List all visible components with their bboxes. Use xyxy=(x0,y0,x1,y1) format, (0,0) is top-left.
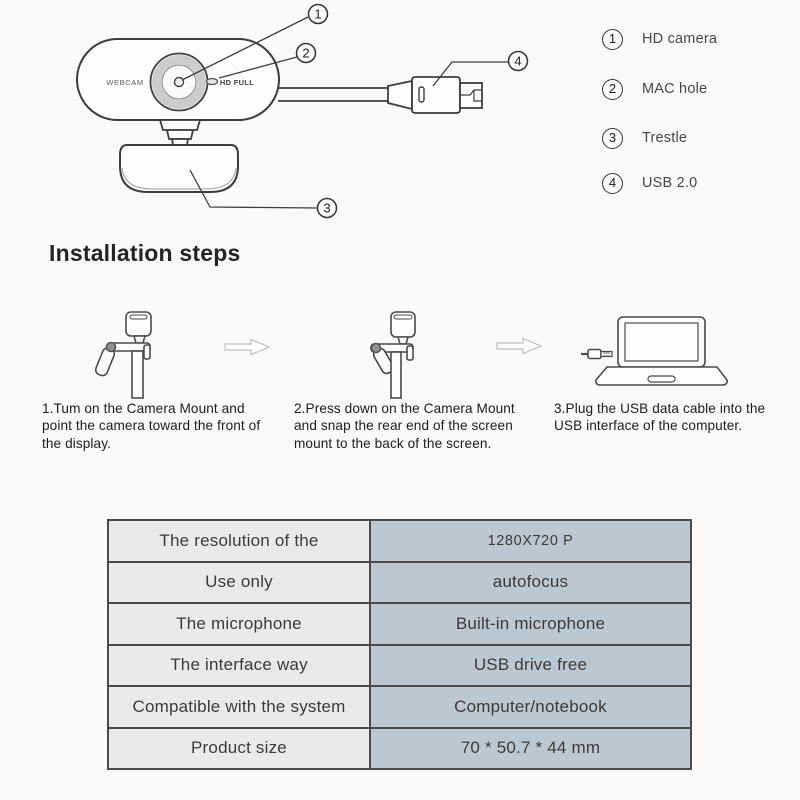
spec-row-compatibility: Compatible with the system Computer/note… xyxy=(107,685,692,729)
spec-value: USB drive free xyxy=(369,643,692,687)
strain-relief xyxy=(387,79,413,111)
callout-3: 3 xyxy=(189,169,338,219)
legend-label: MAC hole xyxy=(642,81,708,97)
usb-plug-detail xyxy=(460,89,482,102)
callout-4-circle xyxy=(507,50,529,72)
spec-value: autofocus xyxy=(369,560,692,604)
callout-4: 4 xyxy=(432,50,529,87)
legend-label: HD camera xyxy=(642,31,718,47)
webcam-side-neck xyxy=(396,336,410,345)
right-arrow-icon xyxy=(496,337,543,355)
callout-1-number: 1 xyxy=(314,7,321,22)
webcam-neck xyxy=(158,119,202,146)
spec-row-focus: Use only autofocus xyxy=(107,560,692,604)
usb-cable-illustration xyxy=(278,76,483,114)
spec-row-size: Product size 70 * 50.7 * 44 mm xyxy=(107,726,692,770)
callout-1: 1 xyxy=(181,3,329,81)
callout-2-circle xyxy=(295,42,317,64)
right-arrow-icon xyxy=(224,338,271,356)
legend-item-usb: 4 USB 2.0 xyxy=(602,172,697,194)
callout-2: 2 xyxy=(218,42,317,79)
hd-full-text: HD FULL xyxy=(220,78,254,87)
mic-hole-icon xyxy=(205,77,219,86)
callout-2-number: 2 xyxy=(302,46,309,61)
mount-hook xyxy=(143,344,151,360)
webcam-side-detail xyxy=(129,314,148,320)
spec-row-interface: The interface way USB drive free xyxy=(107,643,692,687)
usb-connector-slot xyxy=(418,86,425,103)
circled-number-1: 1 xyxy=(602,28,623,50)
spec-table: The resolution of the 1280X720 P Use onl… xyxy=(107,519,692,770)
camera-lens xyxy=(149,52,209,112)
trestle-base xyxy=(119,144,239,193)
mount-hook xyxy=(406,345,414,361)
circled-number-4: 4 xyxy=(602,172,623,194)
callout-1-circle xyxy=(307,3,329,25)
spec-value: Built-in microphone xyxy=(369,602,692,646)
callout-4-number: 4 xyxy=(514,54,521,69)
mount-pivot xyxy=(370,342,382,354)
mount-pivot xyxy=(105,341,117,353)
callout-3-number: 3 xyxy=(323,201,330,216)
installation-steps: 1.Tum on the Camera Mount and point the … xyxy=(0,295,800,475)
usb-plug-icon xyxy=(581,348,613,360)
spec-value: Computer/notebook xyxy=(369,685,692,729)
spec-row-microphone: The microphone Built-in microphone xyxy=(107,602,692,646)
webcam-side-body xyxy=(125,311,152,337)
step3-laptop-illustration xyxy=(581,316,728,386)
legend-label: Trestle xyxy=(642,130,688,146)
spec-value: 70 * 50.7 * 44 mm xyxy=(369,726,692,770)
step2-mount-illustration xyxy=(370,311,416,399)
legend-item-hd-camera: 1 HD camera xyxy=(602,28,717,50)
parts-legend: 1 HD camera 2 MAC hole 3 Trestle 4 USB 2… xyxy=(602,0,792,230)
webcam-front-illustration xyxy=(76,38,280,193)
webcam-diagram: 1 2 3 4 WEBCAM HD FULL xyxy=(76,3,529,219)
legend-item-trestle: 3 Trestle xyxy=(602,127,687,149)
spec-label: Compatible with the system xyxy=(107,685,371,729)
callout-3-circle xyxy=(316,197,338,219)
webcam-brand-text: WEBCAM xyxy=(106,78,143,87)
circled-number-3: 3 xyxy=(602,127,623,149)
mount-rear-leg xyxy=(131,350,144,399)
laptop-screen-inner xyxy=(624,322,699,362)
laptop-screen xyxy=(617,316,706,368)
spec-label: The resolution of the xyxy=(107,519,371,563)
step1-mount-illustration xyxy=(94,311,152,399)
spec-label: The microphone xyxy=(107,602,371,646)
legend-item-mac-hole: 2 MAC hole xyxy=(602,78,707,100)
step1-text: 1.Tum on the Camera Mount and point the … xyxy=(42,401,261,451)
spec-label: Product size xyxy=(107,726,371,770)
step3-text: 3.Plug the USB data cable into the USB i… xyxy=(554,401,766,434)
laptop-notch xyxy=(647,375,676,383)
legend-label: USB 2.0 xyxy=(642,175,698,191)
spec-label: Use only xyxy=(107,560,371,604)
webcam-side-detail xyxy=(393,314,413,320)
spec-label: The interface way xyxy=(107,643,371,687)
mount-rear-leg xyxy=(390,351,402,399)
webcam-side-neck xyxy=(132,335,147,344)
installation-heading: Installation steps xyxy=(49,240,241,266)
spec-value: 1280X720 P xyxy=(369,519,692,563)
circled-number-2: 2 xyxy=(602,78,623,100)
step2-text: 2.Press down on the Camera Mount and sna… xyxy=(294,401,515,451)
spec-row-resolution: The resolution of the 1280X720 P xyxy=(107,519,692,563)
